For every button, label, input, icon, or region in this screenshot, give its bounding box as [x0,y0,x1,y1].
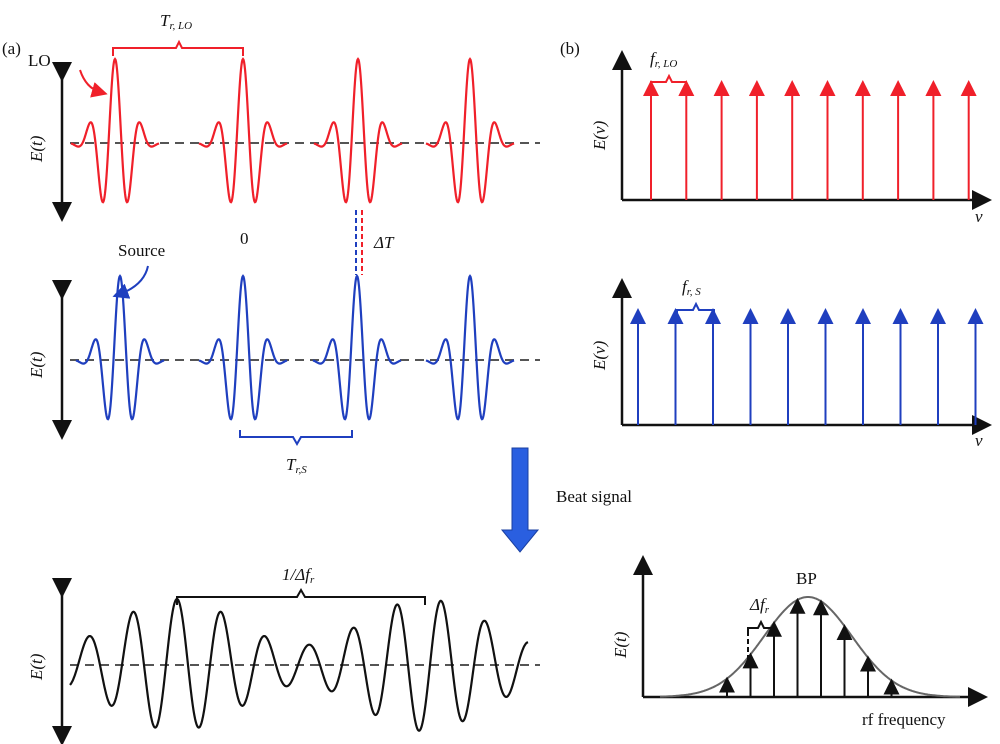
lo-pulse [198,57,288,204]
source-period-brace [239,430,353,447]
lo-label: LO [28,51,51,70]
lo-comb-plot: E(ν) ν fr, LO [590,49,992,226]
source-comb-ylabel: E(ν) [590,340,609,371]
lo-comb-xlabel: ν [975,207,983,226]
source-pulse [425,274,515,421]
rf-xlabel: rf frequency [862,710,946,729]
beat-period-brace [176,587,426,605]
rf-spacing-label: Δfr [749,595,770,616]
source-label: Source [118,241,165,260]
source-comb-xlabel: ν [975,431,983,450]
panel-b-label: (b) [560,39,580,58]
bandpass-envelope [659,596,960,698]
beat-signal-label: Beat signal [556,487,632,506]
beat-waveform [69,597,529,732]
lo-pulse [70,57,160,204]
lo-comb-spacing-brace [650,73,687,88]
lo-pointer-arrow [79,69,108,98]
rf-spacing-brace [747,619,773,634]
source-pulse [75,274,165,421]
lo-pulse [313,57,403,204]
delta-t-label: ΔT [373,233,395,252]
beat-time-plot: E(t) 1/Δfr [27,565,540,744]
source-period-label: Tr,S [286,455,307,476]
lo-period-label: Tr, LO [160,11,192,32]
lo-comb-ylabel: E(ν) [590,120,609,151]
lo-time-plot: E(t) LO Tr, LO 0 ΔT [27,11,540,275]
source-comb-spacing-brace [676,301,715,316]
lo-ylabel: E(t) [27,135,46,163]
source-pulse [198,274,288,421]
source-comb-plot: E(ν) ν fr, S [590,277,992,450]
source-comb-spacing-label: fr, S [682,277,701,298]
source-ylabel: E(t) [27,351,46,379]
lo-pulse [425,57,515,204]
rf-ylabel: E(t) [611,631,630,659]
source-pulse [312,274,402,421]
source-pointer-arrow [112,265,149,299]
lo-comb-spacing-label: fr, LO [650,49,677,70]
beat-period-label: 1/Δfr [282,565,315,586]
lo-period-brace [112,39,244,56]
panel-a-label: (a) [2,39,21,58]
bp-label: BP [796,569,817,588]
zero-label: 0 [240,229,249,248]
beat-arrow-icon [500,447,540,553]
beat-ylabel: E(t) [27,653,46,681]
rf-comb-plot: E(t) rf frequency Δfr BP [611,555,988,729]
source-time-plot: E(t) Source Tr,S [27,241,540,476]
